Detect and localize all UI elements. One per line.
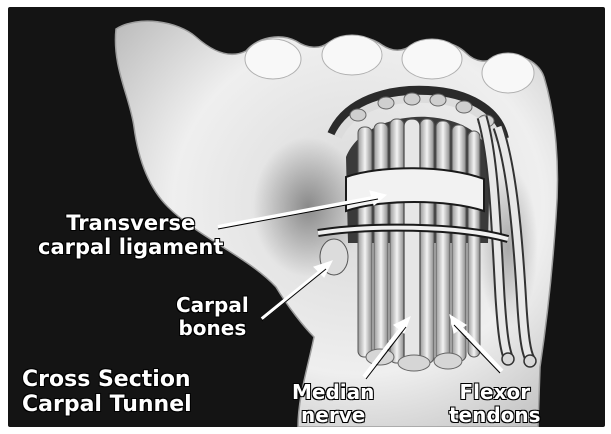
- label-flexor-line2: tendons: [449, 404, 541, 427]
- label-bones-line2: bones: [176, 317, 249, 340]
- label-flexor-tendons: Flexor tendons: [449, 381, 541, 427]
- label-transverse-carpal-ligament: Transverse carpal ligament: [38, 211, 223, 259]
- label-carpal-bones: Carpal bones: [176, 294, 249, 340]
- label-ligament-line1: Transverse: [38, 211, 223, 235]
- figure-title: Cross Section Carpal Tunnel: [22, 367, 192, 418]
- title-line1: Cross Section: [22, 367, 192, 392]
- label-ligament-line2: carpal ligament: [38, 235, 223, 259]
- label-bones-line1: Carpal: [176, 294, 249, 317]
- title-line2: Carpal Tunnel: [22, 392, 192, 417]
- median-nerve: [404, 119, 420, 369]
- label-median-nerve: Median nerve: [292, 381, 374, 427]
- label-median-line2: nerve: [292, 404, 374, 427]
- label-median-line1: Median: [292, 381, 374, 404]
- label-flexor-line1: Flexor: [449, 381, 541, 404]
- diagram-panel: Transverse carpal ligament Carpal bones …: [8, 7, 605, 427]
